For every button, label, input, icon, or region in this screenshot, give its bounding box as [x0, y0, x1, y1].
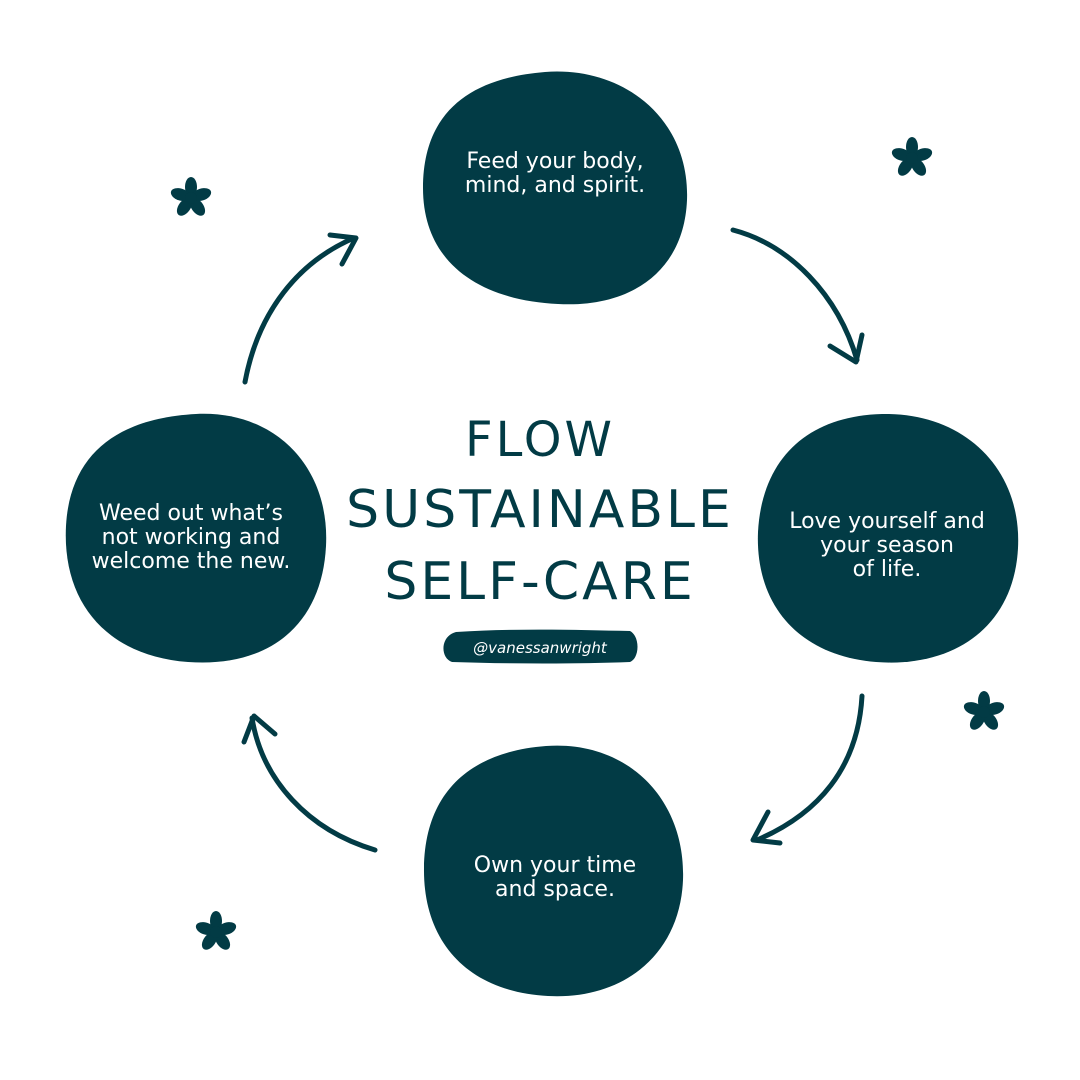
title-line-3: SELF-CARE	[384, 552, 696, 612]
step-blob-left	[65, 413, 327, 663]
arrow-bottom-to-left	[241, 713, 378, 853]
step-text-top: Feed your body, mind, and spirit.	[464, 149, 646, 198]
handle-badge-background	[443, 629, 638, 664]
flower-icon	[962, 691, 1006, 733]
step-text-right: Love yourself and your season of life.	[789, 509, 985, 582]
social-handle[interactable]: @vanessanwright	[473, 639, 607, 657]
flower-icon	[194, 911, 238, 953]
arrow-right-to-bottom	[750, 693, 865, 846]
step-blob-right	[757, 413, 1019, 663]
step-text-left: Weed out what’s not working and welcome …	[91, 501, 291, 574]
title-line-2: SUSTAINABLE	[346, 480, 734, 540]
arrow-left-to-top	[242, 232, 359, 385]
step-blob-bottom	[423, 745, 684, 997]
flower-icon	[890, 137, 934, 179]
step-text-bottom: Own your time and space.	[473, 853, 637, 902]
arrow-top-to-right	[730, 227, 865, 365]
flower-icon	[169, 177, 213, 219]
title-line-1: FLOW	[465, 412, 615, 468]
step-blob-top	[423, 71, 688, 305]
